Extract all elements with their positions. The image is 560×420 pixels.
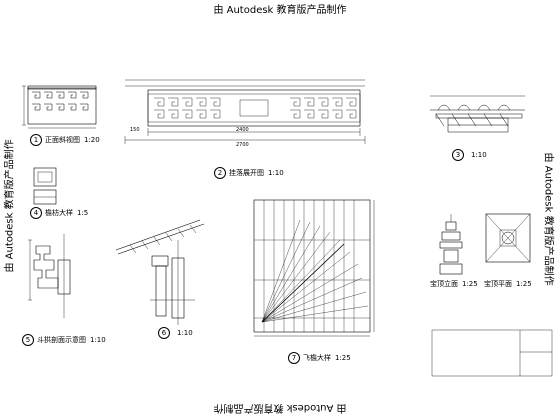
detail-6-drawing bbox=[115, 219, 205, 325]
detail-9-drawing bbox=[485, 213, 531, 263]
detail-1-drawing bbox=[22, 85, 97, 129]
detail-2-drawing bbox=[124, 79, 366, 144]
detail-4-drawing bbox=[33, 167, 57, 205]
detail-3-drawing bbox=[430, 95, 525, 133]
dim-d2-inner: 2400 bbox=[236, 127, 249, 133]
dim-d2-total: 2700 bbox=[236, 142, 249, 148]
watermark-top: 由 Autodesk 教育版产品制作 bbox=[213, 5, 347, 16]
detail-5-drawing bbox=[28, 234, 71, 318]
title-block bbox=[431, 329, 553, 377]
detail-8-drawing bbox=[439, 214, 463, 275]
dim-d2-left: 150 bbox=[130, 127, 140, 133]
detail-7-drawing bbox=[253, 199, 375, 337]
